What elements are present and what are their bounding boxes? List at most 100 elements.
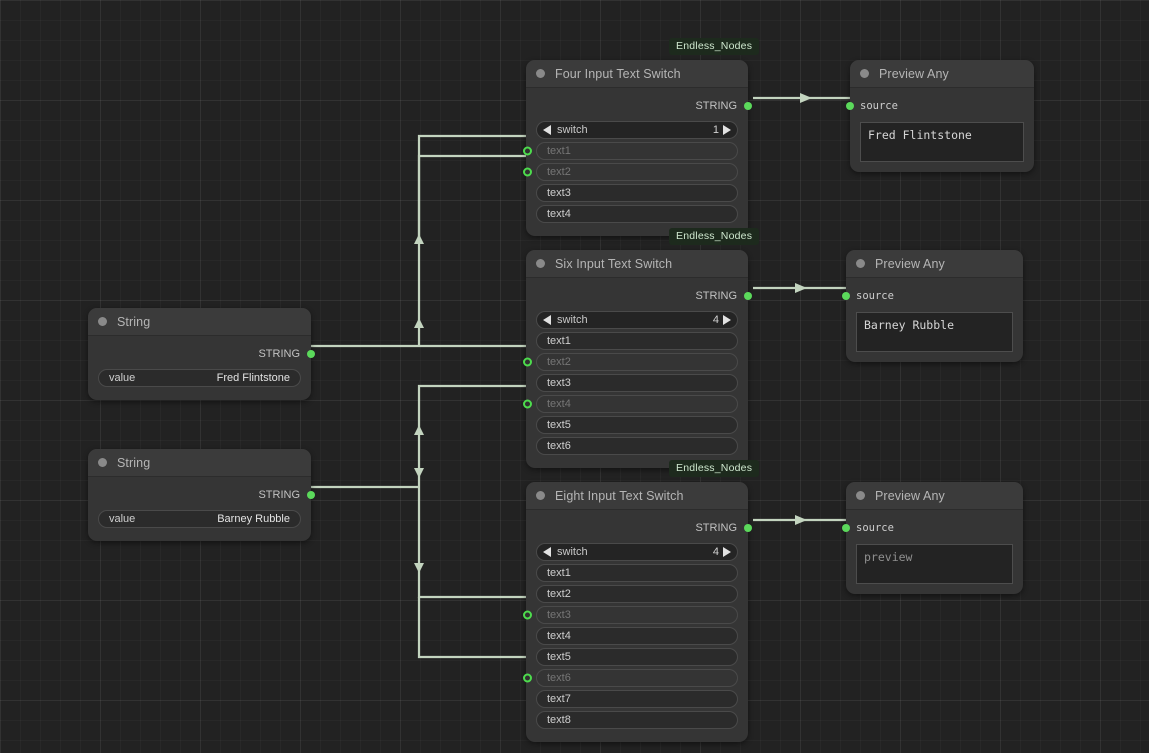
node-category-badge: Endless_Nodes — [669, 228, 759, 245]
output-slot-string[interactable]: STRING — [536, 96, 738, 116]
node-string-2: StringSTRING valueBarney Rubble — [88, 449, 311, 541]
collapse-dot-icon[interactable] — [98, 317, 107, 326]
output-slot-string[interactable]: STRING — [98, 485, 301, 505]
output-socket[interactable] — [307, 491, 315, 499]
wire-string1-to-four-text1 — [419, 136, 533, 240]
output-slot-string[interactable]: STRING — [536, 286, 738, 306]
chevron-left-icon[interactable] — [543, 547, 551, 557]
output-socket[interactable] — [744, 292, 752, 300]
switch-decrement[interactable]: switch — [543, 124, 588, 136]
chevron-left-icon[interactable] — [543, 125, 551, 135]
widget-text-input-text2[interactable]: text2 — [536, 163, 738, 181]
output-slot-string[interactable]: STRING — [98, 344, 301, 364]
collapse-dot-icon[interactable] — [536, 491, 545, 500]
input-socket-text1[interactable] — [523, 147, 532, 156]
node-header[interactable]: Four Input Text Switch — [526, 60, 748, 88]
collapse-dot-icon[interactable] — [536, 69, 545, 78]
output-socket[interactable] — [744, 524, 752, 532]
chevron-right-icon[interactable] — [723, 315, 731, 325]
input-slot-source[interactable]: source — [856, 287, 1013, 305]
switch-increment[interactable]: 4 — [713, 314, 731, 326]
widget-text-input-text2[interactable]: text2 — [536, 585, 738, 603]
widget-switch[interactable]: switch 4 — [536, 311, 738, 329]
node-six-input-text-switch: Endless_NodesSix Input Text SwitchSTRING… — [526, 250, 748, 468]
input-slot-label: source — [860, 100, 898, 112]
collapse-dot-icon[interactable] — [856, 259, 865, 268]
collapse-dot-icon[interactable] — [536, 259, 545, 268]
switch-decrement[interactable]: switch — [543, 314, 588, 326]
widget-text-input-text4[interactable]: text4 — [536, 395, 738, 413]
widget-text-input-text2[interactable]: text2 — [536, 353, 738, 371]
output-socket[interactable] — [744, 102, 752, 110]
widget-label: text5 — [547, 419, 571, 431]
node-header[interactable]: Eight Input Text Switch — [526, 482, 748, 510]
node-header[interactable]: Preview Any — [850, 60, 1034, 88]
node-header[interactable]: String — [88, 308, 311, 336]
input-slot-source[interactable]: source — [856, 519, 1013, 537]
widget-text-input-text4[interactable]: text4 — [536, 627, 738, 645]
node-title: Six Input Text Switch — [555, 257, 672, 271]
widget-text-input-text6[interactable]: text6 — [536, 669, 738, 687]
input-socket-text6[interactable] — [523, 674, 532, 683]
node-header[interactable]: Preview Any — [846, 482, 1023, 510]
node-body: sourcepreview — [846, 510, 1023, 594]
widget-text-input-text8[interactable]: text8 — [536, 711, 738, 729]
widget-text-input-text4[interactable]: text4 — [536, 205, 738, 223]
input-socket[interactable] — [846, 102, 854, 110]
input-socket[interactable] — [842, 292, 850, 300]
switch-decrement[interactable]: switch — [543, 546, 588, 558]
widget-text-input-text3[interactable]: text3 — [536, 374, 738, 392]
node-title: Four Input Text Switch — [555, 67, 681, 81]
input-socket-text2[interactable] — [523, 358, 532, 367]
wire-string2-to-eight-text3 — [419, 487, 533, 597]
node-preview-any-2: Preview Any sourceBarney Rubble — [846, 250, 1023, 362]
widget-text-input-text6[interactable]: text6 — [536, 437, 738, 455]
widget-value: Fred Flintstone — [217, 372, 290, 384]
widget-label: text5 — [547, 651, 571, 663]
input-socket-text2[interactable] — [523, 168, 532, 177]
widget-text-input-text5[interactable]: text5 — [536, 648, 738, 666]
widget-value-field[interactable]: valueFred Flintstone — [98, 369, 301, 387]
widget-text-input-text7[interactable]: text7 — [536, 690, 738, 708]
node-body: STRING valueBarney Rubble — [88, 477, 311, 541]
widget-value: 1 — [713, 124, 719, 136]
node-body: sourceFred Flintstone — [850, 88, 1034, 172]
node-header[interactable]: Preview Any — [846, 250, 1023, 278]
widget-text-input-text3[interactable]: text3 — [536, 606, 738, 624]
output-socket[interactable] — [307, 350, 315, 358]
widget-switch[interactable]: switch 1 — [536, 121, 738, 139]
chevron-right-icon[interactable] — [723, 547, 731, 557]
node-header[interactable]: String — [88, 449, 311, 477]
node-header[interactable]: Six Input Text Switch — [526, 250, 748, 278]
chevron-left-icon[interactable] — [543, 315, 551, 325]
switch-increment[interactable]: 4 — [713, 546, 731, 558]
widget-text-input-text1[interactable]: text1 — [536, 142, 738, 160]
wire-string2-to-eight-text6 — [419, 597, 533, 657]
widget-switch[interactable]: switch 4 — [536, 543, 738, 561]
input-socket-text4[interactable] — [523, 400, 532, 409]
input-socket-text3[interactable] — [523, 611, 532, 620]
node-title: String — [117, 315, 150, 329]
node-four-input-text-switch: Endless_NodesFour Input Text SwitchSTRIN… — [526, 60, 748, 236]
collapse-dot-icon[interactable] — [98, 458, 107, 467]
widget-text-input-text3[interactable]: text3 — [536, 184, 738, 202]
node-eight-input-text-switch: Endless_NodesEight Input Text SwitchSTRI… — [526, 482, 748, 742]
node-title: Preview Any — [875, 257, 945, 271]
node-body: STRING switch 4 text1 text2 text3 text4 text5 te… — [526, 510, 748, 742]
output-slot-string[interactable]: STRING — [536, 518, 738, 538]
wire-direction-arrows — [414, 234, 424, 573]
widget-value-field[interactable]: valueBarney Rubble — [98, 510, 301, 528]
input-socket[interactable] — [842, 524, 850, 532]
collapse-dot-icon[interactable] — [856, 491, 865, 500]
input-slot-label: source — [856, 522, 894, 534]
widget-text-input-text5[interactable]: text5 — [536, 416, 738, 434]
switch-increment[interactable]: 1 — [713, 124, 731, 136]
widget-text-input-text1[interactable]: text1 — [536, 564, 738, 582]
preview-output-box: Fred Flintstone — [860, 122, 1024, 162]
preview-output-box: Barney Rubble — [856, 312, 1013, 352]
collapse-dot-icon[interactable] — [860, 69, 869, 78]
widget-text-input-text1[interactable]: text1 — [536, 332, 738, 350]
chevron-right-icon[interactable] — [723, 125, 731, 135]
input-slot-source[interactable]: source — [860, 97, 1024, 115]
